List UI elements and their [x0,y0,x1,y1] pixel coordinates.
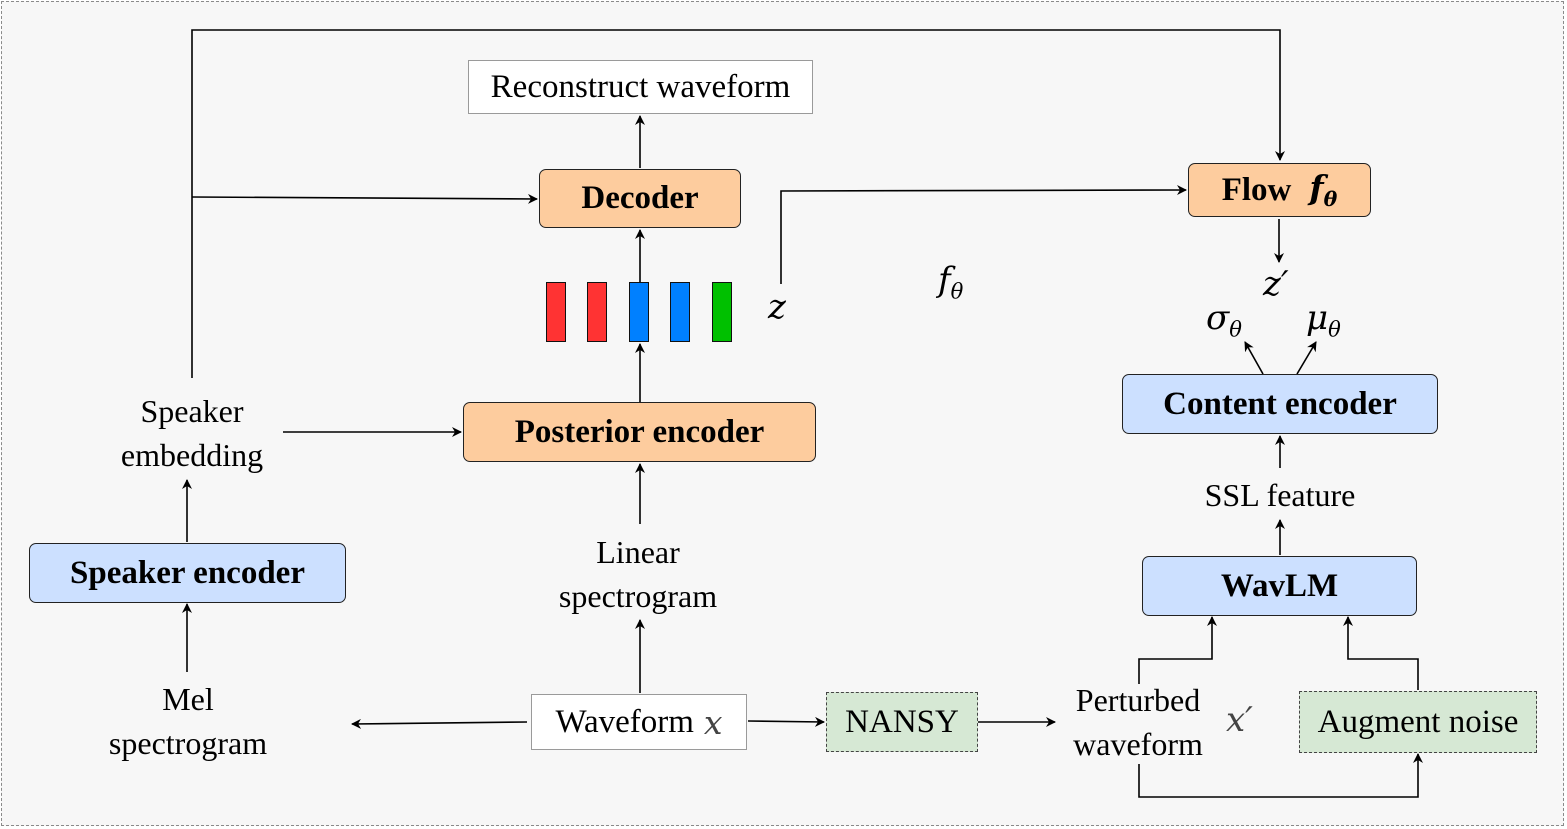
arrow-waveform-to-nansy [747,716,825,727]
speaker-encoder-box: Speaker encoder [29,543,346,603]
nansy-box: NANSY [826,692,978,752]
wavlm-label: WavLM [1220,567,1339,604]
arrow-perturbed-to-noise [1138,753,1423,798]
linear-spectrogram-label: Linear spectrogram [558,534,718,614]
latent-bar-1 [546,282,566,342]
waveform-label: Waveform [555,703,694,740]
mu-theta-symbol: μθ [1306,298,1341,342]
flow-box: Flow fθ [1188,163,1371,217]
mel-spectrogram-label: Mel spectrogram [108,681,268,761]
arrow-noise-to-wavlm [1343,616,1419,690]
flow-label: Flow [1221,171,1292,208]
perturbed-waveform-label: Perturbed waveform [1073,682,1203,762]
perturbed-symbol: x′ [1226,700,1253,740]
posterior-encoder-label: Posterior encoder [514,413,765,450]
decoder-label: Decoder [581,180,699,216]
arrow-waveform-to-mel [351,718,528,729]
arrow-z-to-flow [780,185,1187,284]
content-encoder-box: Content encoder [1122,374,1438,434]
arrow-perturbed-to-wavlm [1138,616,1217,684]
augment-noise-box: Augment noise [1299,691,1537,753]
posterior-encoder-box: Posterior encoder [463,402,816,462]
arrow-content-to-sigma [1244,341,1264,375]
waveform-box: Waveform x [531,694,747,750]
reconstruct-waveform-label: Reconstruct waveform [490,68,791,105]
latent-bar-5 [712,282,732,342]
nansy-label: NANSY [845,703,959,740]
arrow-speaker-to-flow [191,29,1285,378]
augment-noise-label: Augment noise [1317,703,1519,740]
latent-bar-3 [629,282,649,342]
sigma-theta-symbol: σθ [1206,298,1242,342]
latent-bar-2 [587,282,607,342]
waveform-symbol: x [703,702,723,742]
z-symbol: z [768,287,786,327]
flow-symbol: fθ [1309,168,1338,212]
speaker-encoder-label: Speaker encoder [70,554,305,591]
f-theta-symbol: fθ [938,260,964,304]
reconstruct-waveform-box: Reconstruct waveform [468,60,813,114]
z-prime-symbol: z′ [1263,264,1289,304]
latent-bar-4 [670,282,690,342]
wavlm-box: WavLM [1142,556,1417,616]
decoder-box: Decoder [539,169,741,228]
content-encoder-label: Content encoder [1163,385,1397,422]
arrow-content-to-mu [1296,341,1317,375]
ssl-feature-label: SSL feature [1204,477,1356,513]
speaker-embedding-label: Speaker embedding [120,393,264,473]
arrow-speaker-to-decoder [191,193,538,204]
